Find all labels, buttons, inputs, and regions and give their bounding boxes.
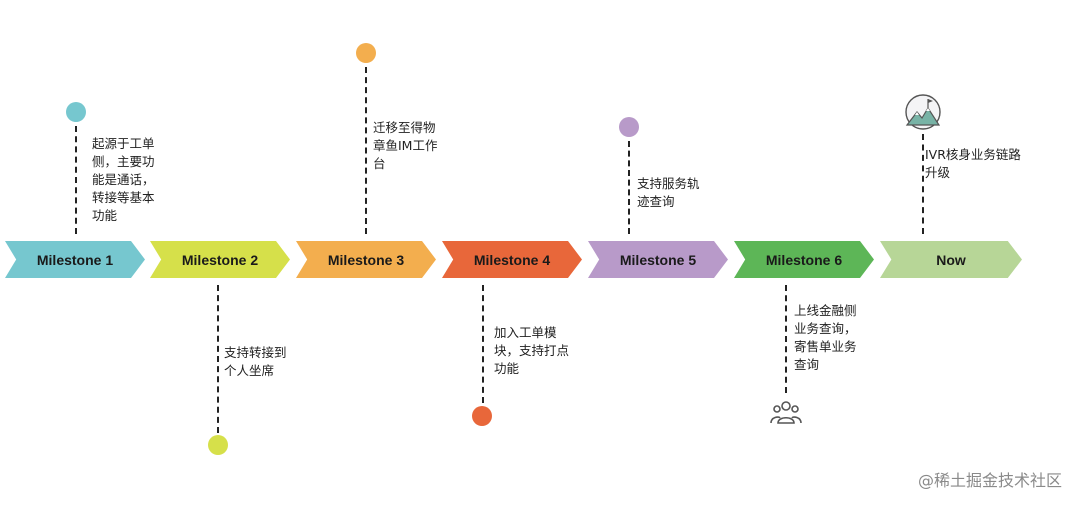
milestone-6-connector	[785, 285, 787, 393]
milestone-2-note: 支持转接到 个人坐席	[224, 345, 287, 378]
now-connector	[922, 134, 924, 234]
milestone-5-note: 支持服务轨 迹查询	[637, 176, 700, 209]
mountain-flag-icon	[905, 94, 941, 130]
watermark: @稀土掘金技术社区	[917, 471, 1062, 490]
milestone-6-chevron: Milestone 6	[734, 241, 874, 278]
milestone-2-label: Milestone 2	[181, 251, 259, 268]
milestone-1-chevron: Milestone 1	[5, 241, 145, 278]
milestone-6-label: Milestone 6	[765, 251, 843, 268]
milestone-5-dot	[619, 117, 639, 137]
milestone-4-dot	[472, 406, 492, 426]
milestone-4-connector	[482, 285, 484, 403]
milestone-1-note: 起源于工单 侧，主要功 能是通话， 转接等基本 功能	[92, 136, 155, 223]
milestone-3-note: 迁移至得物 章鱼IM工作 台	[373, 120, 438, 171]
now-label: Now	[936, 251, 966, 268]
milestone-1-label: Milestone 1	[36, 251, 114, 268]
milestone-1-connector	[75, 126, 77, 234]
milestone-3-chevron: Milestone 3	[296, 241, 436, 278]
milestone-2-dot	[208, 435, 228, 455]
milestone-2-chevron: Milestone 2	[150, 241, 290, 278]
milestone-3-connector	[365, 67, 367, 234]
users-icon	[770, 401, 802, 424]
now-chevron: Now	[880, 241, 1022, 278]
milestone-4-label: Milestone 4	[473, 251, 551, 268]
milestone-3-label: Milestone 3	[327, 251, 405, 268]
milestone-2-connector	[217, 285, 219, 433]
milestone-6-note: 上线金融侧 业务查询， 寄售单业务 查询	[794, 303, 857, 372]
milestone-1-dot	[66, 102, 86, 122]
now-note: IVR核身业务链路 升级	[925, 147, 1021, 180]
milestone-5-label: Milestone 5	[619, 251, 697, 268]
milestone-4-note: 加入工单模 块，支持打点 功能	[494, 325, 570, 376]
milestone-5-connector	[628, 141, 630, 234]
milestone-3-dot	[356, 43, 376, 63]
milestone-4-chevron: Milestone 4	[442, 241, 582, 278]
milestone-5-chevron: Milestone 5	[588, 241, 728, 278]
